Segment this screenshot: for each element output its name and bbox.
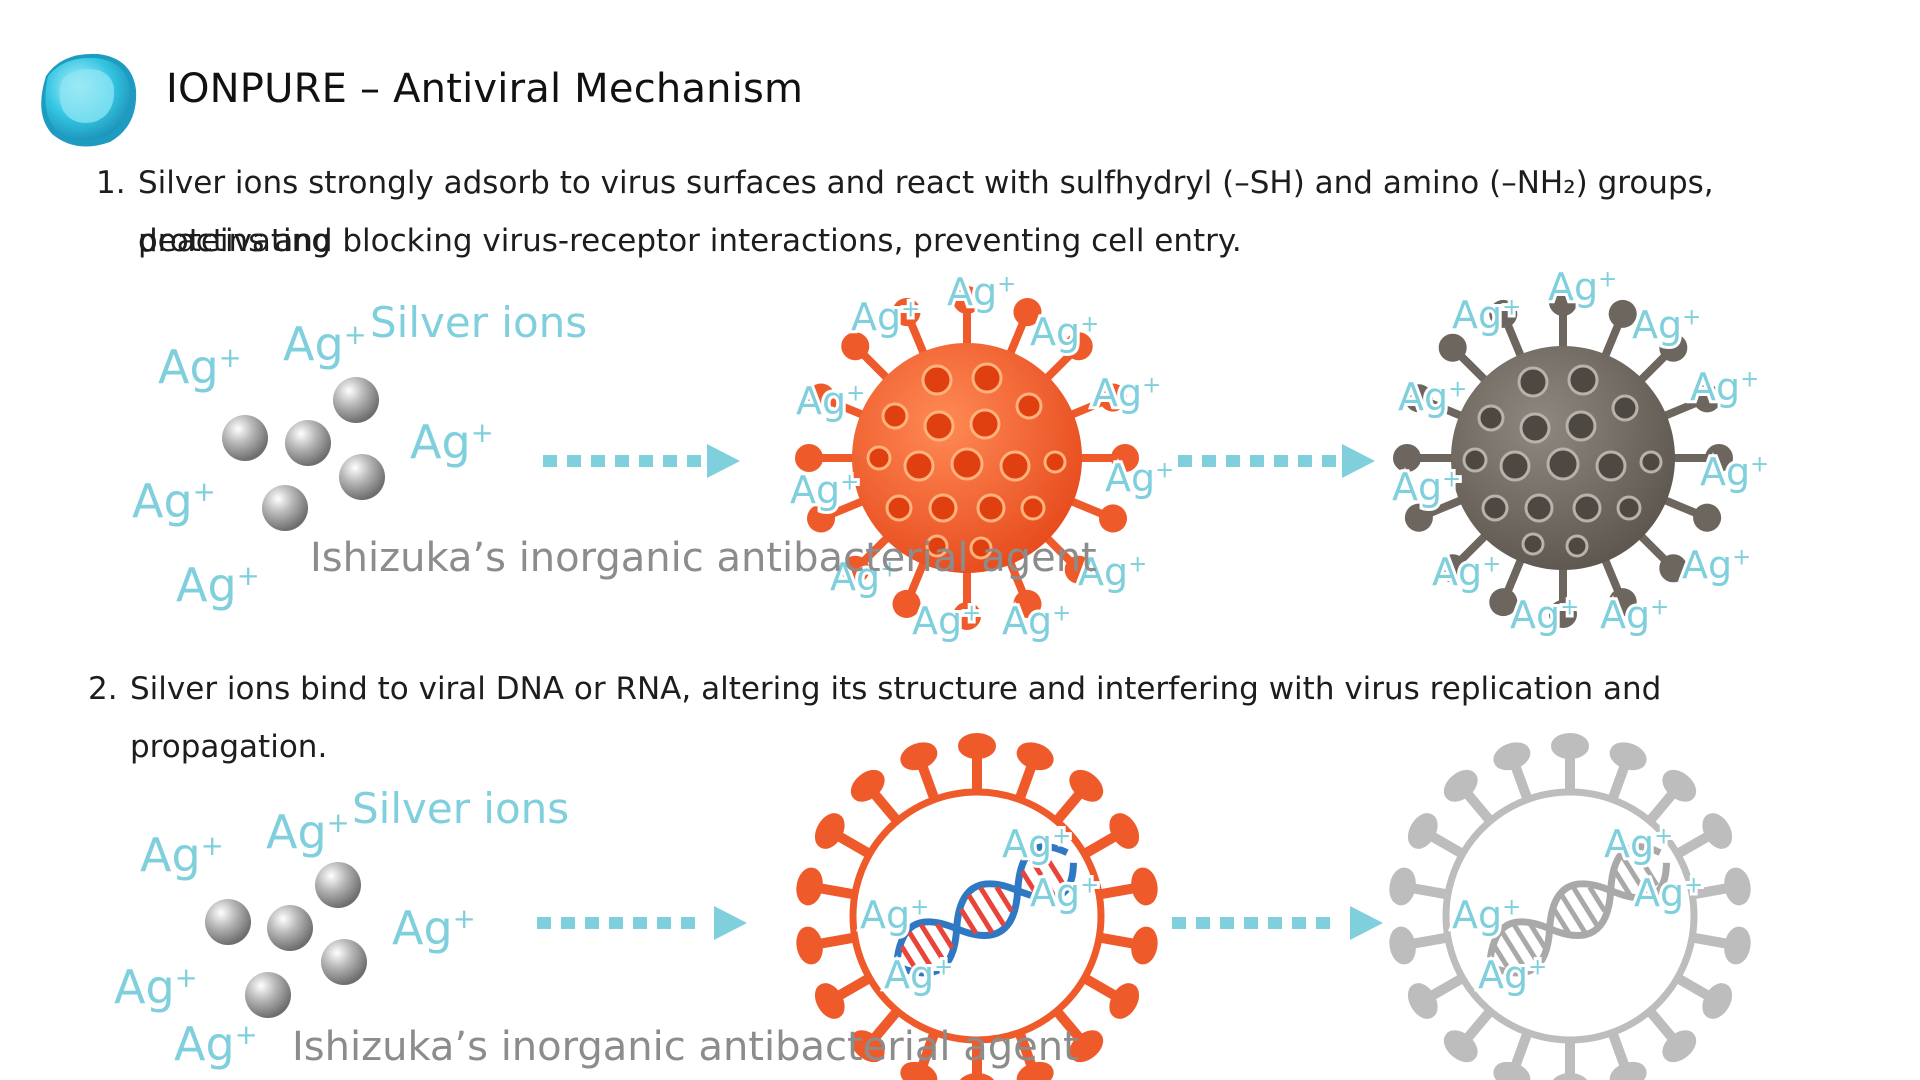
- virus-cross-section-faded-icon: [1389, 733, 1751, 1080]
- step-2: 2. Silver ions bind to viral DNA or RNA,…: [88, 660, 1868, 765]
- virus-gray-icon: [1393, 288, 1733, 628]
- silver-ball-icon: [245, 972, 291, 1018]
- silver-ball-icon: [205, 899, 251, 945]
- silver-ion-label: Ag+: [410, 415, 494, 469]
- step-1: 1. Silver ions strongly adsorb to virus …: [96, 154, 1856, 270]
- step-1-line-1: Silver ions strongly adsorb to virus sur…: [138, 165, 1714, 259]
- silver-ion-label: Ag+: [1002, 822, 1071, 866]
- silver-ball-icon: [333, 377, 379, 423]
- silver-ion-label: Ag+: [1002, 599, 1071, 643]
- silver-ion-label: Ag+: [174, 1017, 258, 1071]
- silver-ion-label: Ag+: [851, 295, 920, 339]
- step-2-number: 2.: [88, 671, 118, 707]
- silver-ion-label: Ag+: [1634, 871, 1703, 915]
- step-2-line-1: Silver ions bind to viral DNA or RNA, al…: [130, 671, 1662, 765]
- silver-ion-label: Ag+: [176, 558, 260, 612]
- agent-label-1: Ishizuka’s inorganic antibacterial agent: [310, 535, 1097, 581]
- virus-orange-icon: [795, 286, 1139, 630]
- silver-ion-label: Ag+: [1548, 265, 1617, 309]
- silver-ion-label: Ag+: [1690, 365, 1759, 409]
- virus-cross-section-icon: [796, 733, 1158, 1080]
- silver-ball-icon: [339, 454, 385, 500]
- ionpure-logo-icon: [41, 53, 137, 147]
- silver-ion-label: Ag+: [114, 960, 198, 1014]
- silver-ball-icon: [262, 485, 308, 531]
- silver-ion-label: Ag+: [912, 599, 981, 643]
- dotted-arrow-4: [1172, 906, 1383, 940]
- silver-ion-label: Ag+: [1452, 293, 1521, 337]
- silver-ion-label: Ag+: [1478, 953, 1547, 997]
- silver-ion-label: Ag+: [1105, 456, 1174, 500]
- silver-ion-label: Ag+: [1632, 303, 1701, 347]
- silver-ball-icon: [285, 420, 331, 466]
- silver-ion-label: Ag+: [132, 474, 216, 528]
- silver-ball-icon: [315, 862, 361, 908]
- silver-ions-cluster-1: [222, 377, 385, 531]
- silver-ion-label: Ag+: [947, 270, 1016, 314]
- dotted-arrow-2: [1178, 444, 1375, 478]
- silver-ion-label: Ag+: [1432, 550, 1501, 594]
- silver-ion-label: Ag+: [1700, 450, 1769, 494]
- silver-ions-label-2: Silver ions: [352, 784, 570, 833]
- silver-ball-icon: [222, 415, 268, 461]
- silver-ion-label: Ag+: [392, 901, 476, 955]
- silver-ions-label-1: Silver ions: [370, 298, 588, 347]
- page-title: IONPURE – Antiviral Mechanism: [166, 66, 804, 112]
- dotted-arrow-3: [537, 906, 747, 940]
- dna-helix-icon: [892, 843, 1077, 977]
- silver-ion-label: Ag+: [1092, 371, 1161, 415]
- silver-ion-label: Ag+: [158, 340, 242, 394]
- silver-ball-icon: [267, 905, 313, 951]
- step-1-line-2: proteins and blocking virus-receptor int…: [138, 223, 1242, 259]
- step-1-number: 1.: [96, 165, 126, 201]
- dotted-arrow-1: [543, 444, 740, 478]
- silver-ion-label: Ag+: [796, 379, 865, 423]
- silver-ion-label: Ag+: [1682, 543, 1751, 587]
- agent-label-2: Ishizuka’s inorganic antibacterial agent: [292, 1024, 1079, 1070]
- silver-ion-label: Ag+: [1510, 593, 1579, 637]
- silver-ion-label: Ag+: [1600, 593, 1669, 637]
- silver-ion-label: Ag+: [140, 828, 224, 882]
- silver-ions-cluster-2: [205, 862, 367, 1018]
- dna-helix-faded-icon: [1485, 843, 1670, 977]
- silver-ion-label: Ag+: [266, 805, 350, 859]
- silver-ion-label: Ag+: [283, 317, 367, 371]
- silver-ball-icon: [321, 939, 367, 985]
